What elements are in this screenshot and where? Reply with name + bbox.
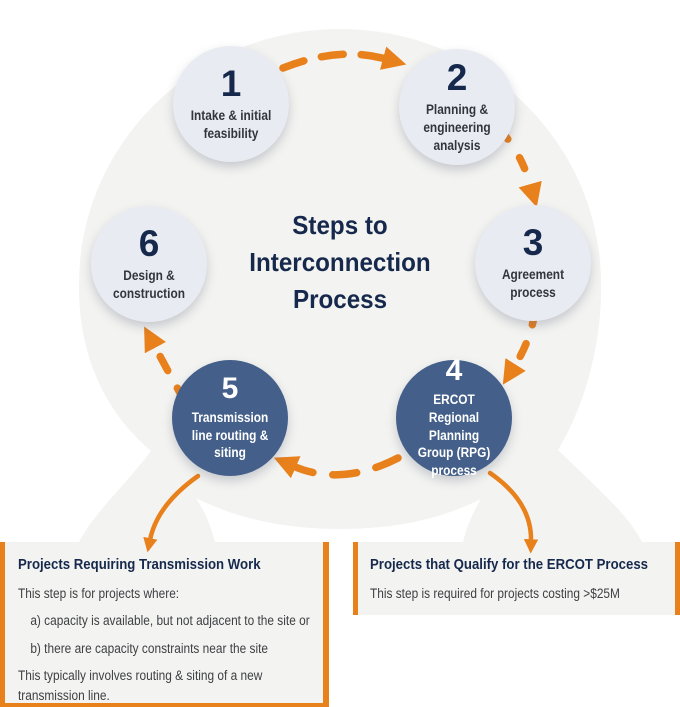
callout-left-item-a: a) capacity is available, but not adjace…	[30, 613, 310, 629]
step-circle-5: 5 Transmission line routing & siting	[172, 360, 288, 476]
arrow-step4-to-step5	[273, 454, 402, 479]
callout-left-item-b: b) there are capacity constraints near t…	[30, 640, 269, 656]
step-circle-4: 4 ERCOT Regional Planning Group (RPG) pr…	[396, 355, 512, 478]
step-label: Agreement process	[501, 267, 565, 300]
callout-right-title: Projects that Qualify for the ERCOT Proc…	[370, 556, 649, 573]
arrow-step5-to-left-callout	[143, 473, 201, 553]
arrow-step1-to-step2	[279, 46, 407, 72]
callout-transmission-work: Projects Requiring Transmission Work Thi…	[0, 542, 329, 707]
step-circle-3: 3 Agreement process	[475, 205, 591, 321]
callout-left-title: Projects Requiring Transmission Work	[18, 556, 261, 573]
callout-right-body: This step is required for projects costi…	[370, 585, 620, 601]
step-number: 2	[446, 57, 468, 99]
step-number: 6	[138, 223, 160, 265]
callout-left-intro: This step is for projects where:	[18, 585, 180, 601]
step-label: Design & construction	[113, 268, 185, 301]
step-number: 4	[445, 353, 463, 387]
step-label: Intake & initial feasibility	[190, 108, 272, 141]
step-number: 5	[221, 371, 239, 405]
diagram-title: Steps to Interconnection Process	[249, 210, 431, 314]
step-label: Planning & engineering analysis	[423, 102, 491, 153]
step-circle-1: 1 Intake & initial feasibility	[173, 46, 289, 162]
step-circle-6: 6 Design & construction	[91, 206, 207, 322]
arrow-step4-to-right-callout	[487, 470, 539, 554]
step-circle-2: 2 Planning & engineering analysis	[399, 49, 515, 165]
step-label: ERCOT Regional Planning Group (RPG) proc…	[417, 391, 491, 479]
callout-ercot-process: Projects that Qualify for the ERCOT Proc…	[353, 542, 680, 615]
callout-left-outro: This typically involves routing & siting…	[18, 668, 263, 703]
step-number: 3	[522, 222, 544, 264]
step-number: 1	[220, 63, 242, 105]
step-label: Transmission line routing & siting	[191, 409, 269, 461]
